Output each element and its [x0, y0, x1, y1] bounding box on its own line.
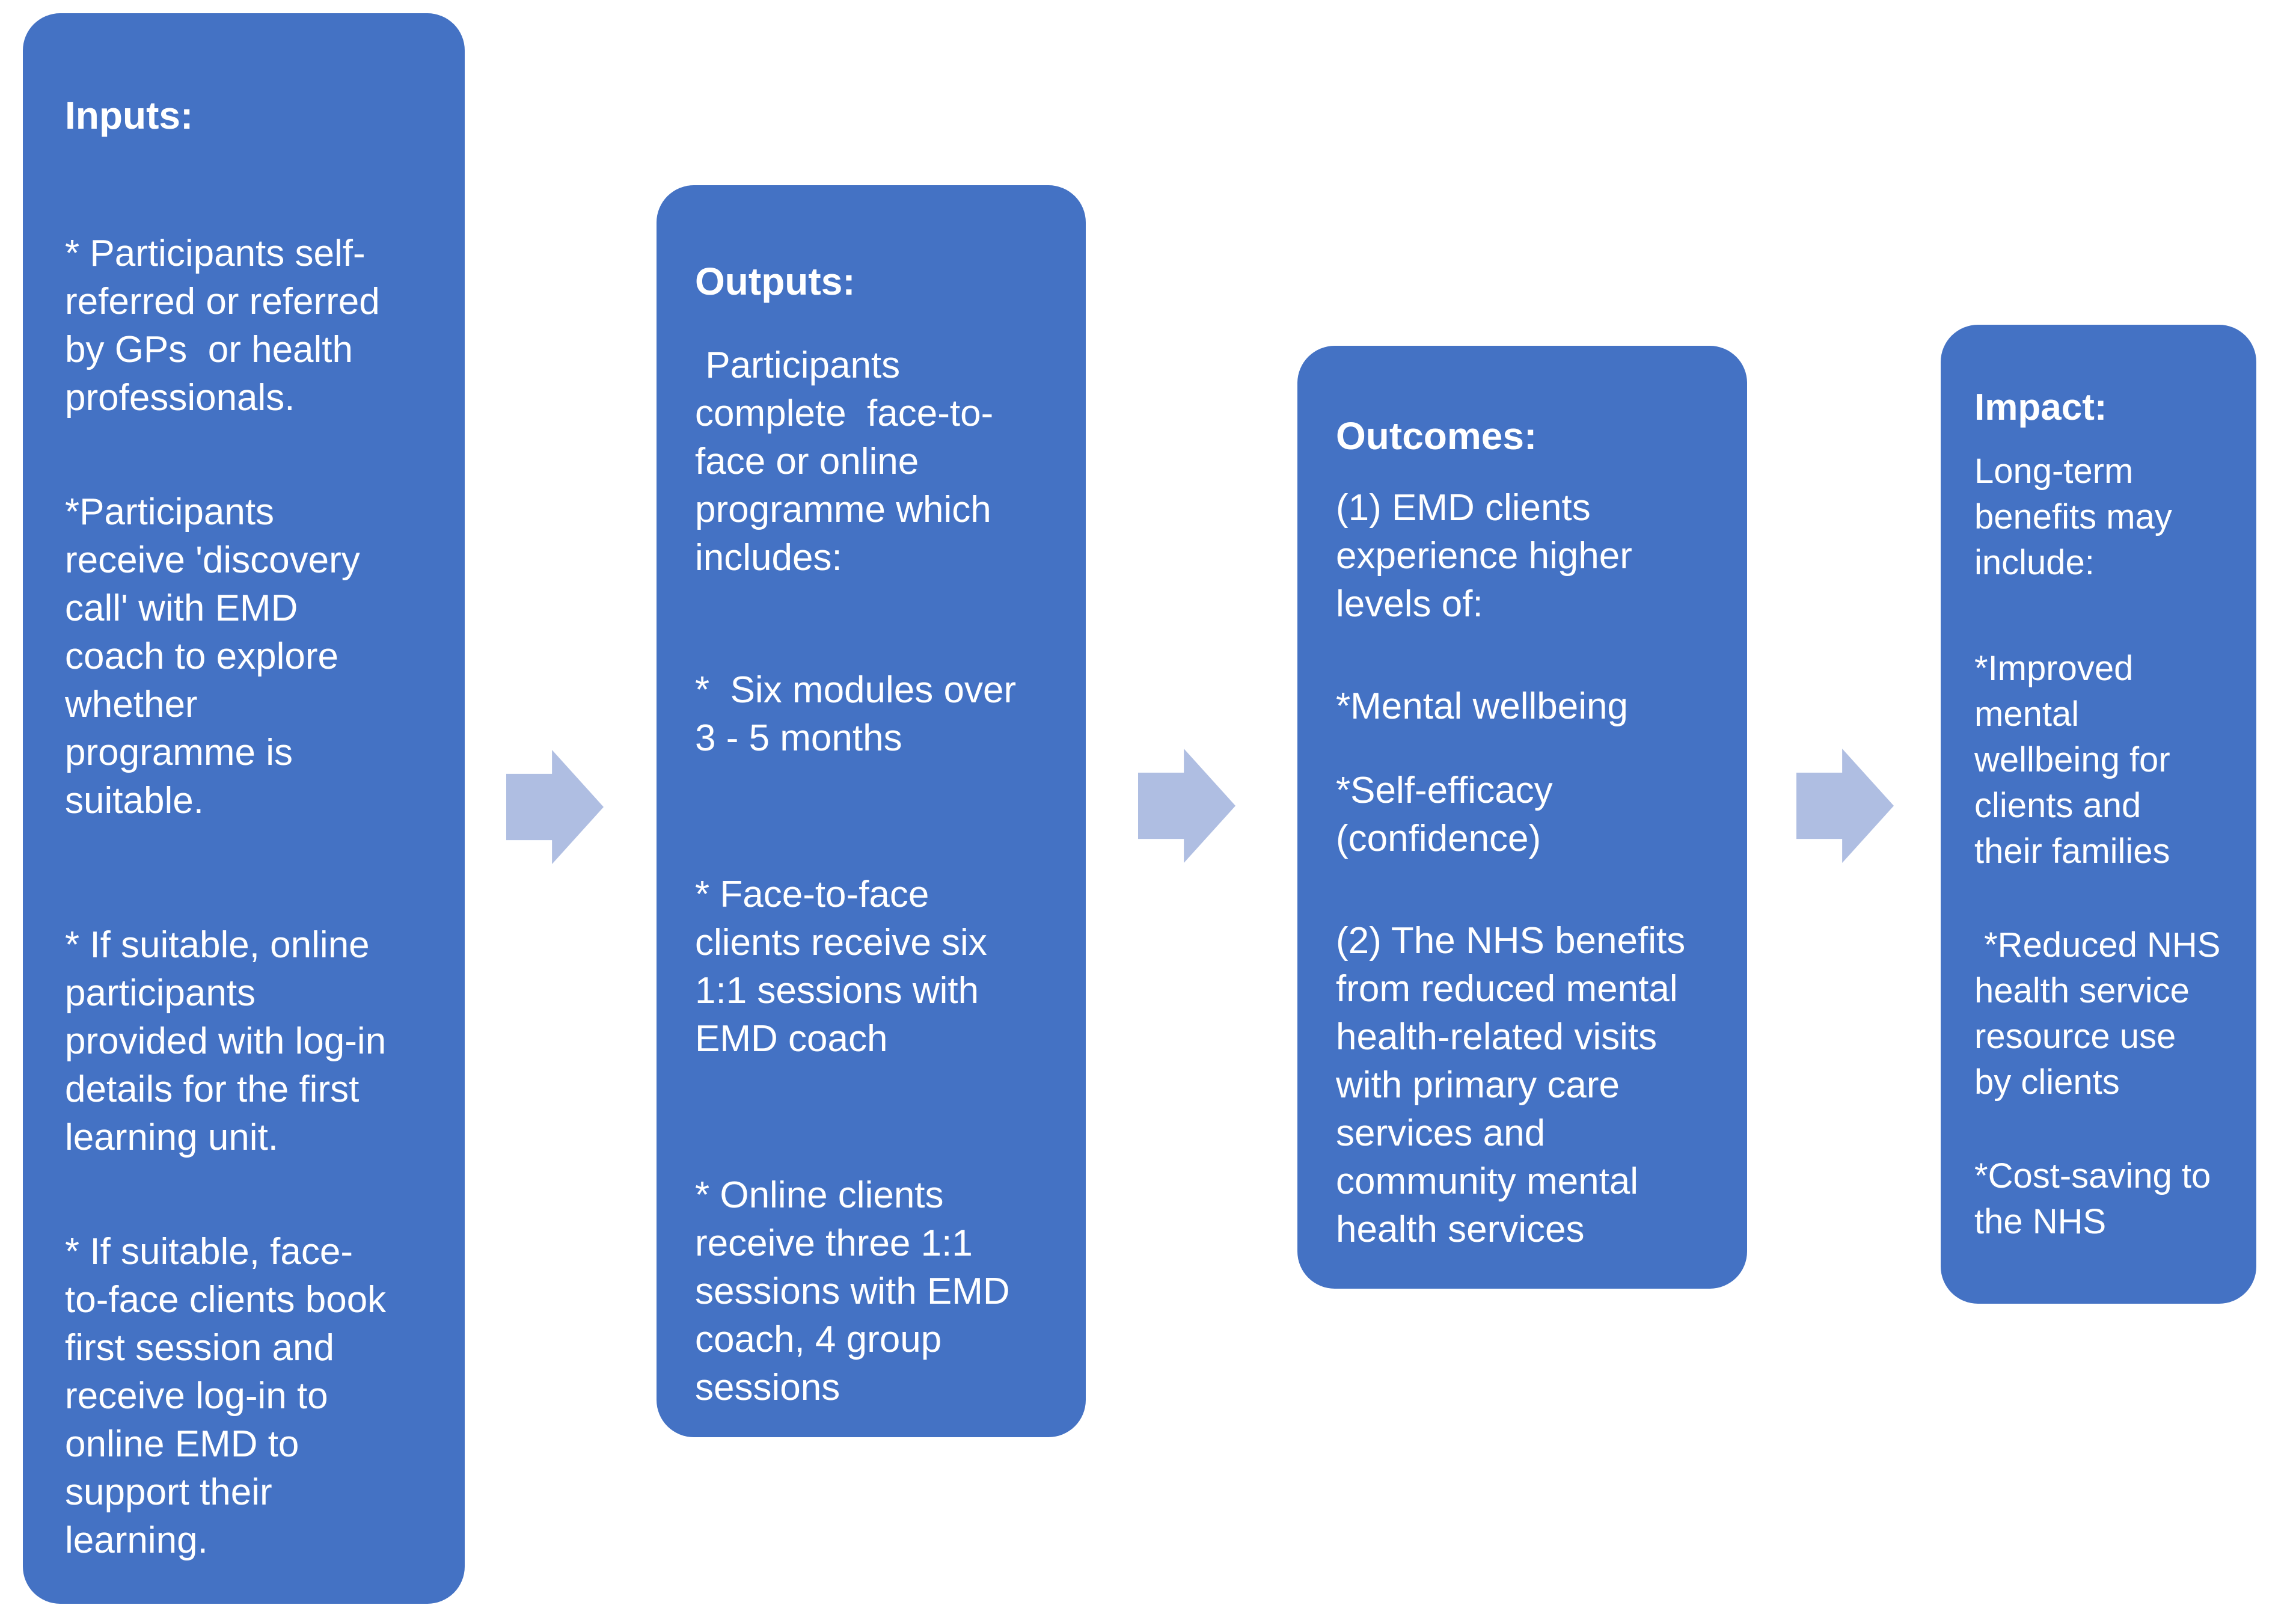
text-line: * Six modules over — [695, 669, 1017, 711]
text-line: sessions — [695, 1367, 840, 1408]
text-line: 3 - 5 months — [695, 717, 902, 759]
paragraph: *Mental wellbeing — [1336, 683, 1711, 731]
text-line: 1:1 sessions with — [695, 970, 979, 1011]
text-line: the NHS — [1974, 1202, 2107, 1241]
text-line: programme which — [695, 489, 991, 530]
impact-title: Impact: — [1974, 387, 2107, 428]
text-line: levels of: — [1336, 583, 1483, 625]
text-line: health-related visits — [1336, 1016, 1658, 1058]
text-line: learning unit. — [65, 1117, 279, 1158]
text-line: receive 'discovery — [65, 539, 360, 581]
text-line: call' with EMD — [65, 588, 298, 629]
paragraph: * If suitable, face-to-face clients book… — [65, 1228, 423, 1565]
text-line: (confidence) — [1336, 818, 1541, 859]
text-line: professionals. — [65, 377, 295, 419]
text-line: provided with log-in — [65, 1020, 387, 1062]
text-line: *Self-efficacy — [1336, 770, 1553, 811]
text-line: experience higher — [1336, 535, 1632, 577]
text-line: *Reduced NHS — [1974, 925, 2221, 965]
inputs-title: Inputs: — [65, 94, 194, 137]
text-line: details for the first — [65, 1069, 360, 1110]
text-line: programme is — [65, 732, 293, 773]
text-line: receive three 1:1 — [695, 1223, 973, 1264]
text-line: EMD coach — [695, 1018, 888, 1060]
paragraph: (1) EMD clients experience higher levels o… — [1336, 484, 1711, 628]
arrow-right-icon — [1138, 749, 1235, 863]
paragraph: (2) The NHS benefits from reduced mental h… — [1336, 917, 1711, 1254]
text-line: with primary care — [1336, 1064, 1620, 1106]
text-line: suitable. — [65, 780, 204, 821]
text-line: Participants — [695, 345, 901, 386]
paragraph: *Cost-saving to the NHS — [1974, 1153, 2226, 1245]
text-line: learning. — [65, 1520, 208, 1561]
text-line: *Mental wellbeing — [1336, 686, 1628, 727]
text-line: referred or referred — [65, 281, 380, 322]
text-line: online EMD to — [65, 1423, 299, 1465]
text-line: * Participants self- — [65, 233, 366, 274]
text-line: * Face-to-face — [695, 874, 929, 915]
text-line: health services — [1336, 1209, 1585, 1250]
paragraph: Participants complete face-to-face or onl… — [695, 342, 1047, 582]
paragraph: *Self-efficacy (confidence) — [1336, 767, 1711, 863]
text-line: participants — [65, 972, 256, 1014]
text-line: * Online clients — [695, 1174, 944, 1216]
arrow-right-icon — [506, 750, 604, 864]
text-line: face or online — [695, 441, 919, 482]
text-line: *Improved — [1974, 649, 2134, 688]
text-line: clients receive six — [695, 922, 987, 963]
impact-box: Impact: Long-term benefits may include: *I… — [1941, 325, 2256, 1304]
text-line: to-face clients book — [65, 1279, 387, 1321]
paragraph: * If suitable, online participants provide… — [65, 921, 423, 1162]
text-line: (1) EMD clients — [1336, 487, 1591, 529]
paragraph: Long-term benefits may include: — [1974, 449, 2226, 586]
text-line: sessions with EMD — [695, 1271, 1010, 1312]
text-line: * If suitable, face- — [65, 1231, 354, 1272]
text-line: complete face-to- — [695, 393, 994, 434]
text-line: mental — [1974, 695, 2080, 734]
text-line: services and — [1336, 1112, 1546, 1154]
text-line: wellbeing for — [1974, 740, 2170, 779]
text-line: *Participants — [65, 491, 275, 533]
paragraph: * Six modules over 3 - 5 months — [695, 666, 1047, 763]
arrow-right-icon — [1796, 749, 1894, 863]
text-line: support their — [65, 1471, 272, 1513]
outcomes-box: Outcomes: (1) EMD clients experience high… — [1297, 346, 1747, 1289]
outputs-title: Outputs: — [695, 260, 856, 303]
text-line: benefits may — [1974, 497, 2172, 536]
text-line: clients and — [1974, 786, 2141, 825]
outcomes-title: Outcomes: — [1336, 414, 1537, 458]
text-line: from reduced mental — [1336, 968, 1678, 1010]
text-line: include: — [1974, 543, 2095, 582]
text-line: * If suitable, online — [65, 924, 370, 966]
paragraph: *Participants receive 'discovery call' wit… — [65, 488, 423, 825]
text-line: *Cost-saving to — [1974, 1156, 2211, 1195]
paragraph: * Face-to-face clients receive six 1:1 ses… — [695, 871, 1047, 1063]
text-line: receive log-in to — [65, 1375, 328, 1417]
text-line: coach, 4 group — [695, 1319, 942, 1360]
paragraph: *Improved mental wellbeing for clients and t… — [1974, 646, 2226, 874]
text-line: by GPs or health — [65, 329, 354, 370]
text-line: whether — [65, 684, 198, 725]
paragraph: *Reduced NHS health service resource use by… — [1974, 922, 2226, 1105]
paragraph: * Online clients receive three 1:1 session… — [695, 1171, 1047, 1412]
text-line: by clients — [1974, 1063, 2120, 1102]
text-line: first session and — [65, 1327, 334, 1369]
text-line: coach to explore — [65, 636, 338, 677]
outputs-box: Outputs: Participants complete face-to-fa… — [657, 185, 1086, 1437]
text-line: resource use — [1974, 1017, 2176, 1056]
text-line: includes: — [695, 537, 842, 578]
text-line: (2) The NHS benefits — [1336, 920, 1686, 962]
text-line: community mental — [1336, 1161, 1639, 1202]
text-line: Long-term — [1974, 452, 2134, 491]
text-line: health service — [1974, 971, 2190, 1010]
text-line: their families — [1974, 832, 2170, 871]
paragraph: * Participants self-referred or referred… — [65, 230, 423, 422]
inputs-box: Inputs: * Participants self-referred or … — [23, 13, 465, 1604]
